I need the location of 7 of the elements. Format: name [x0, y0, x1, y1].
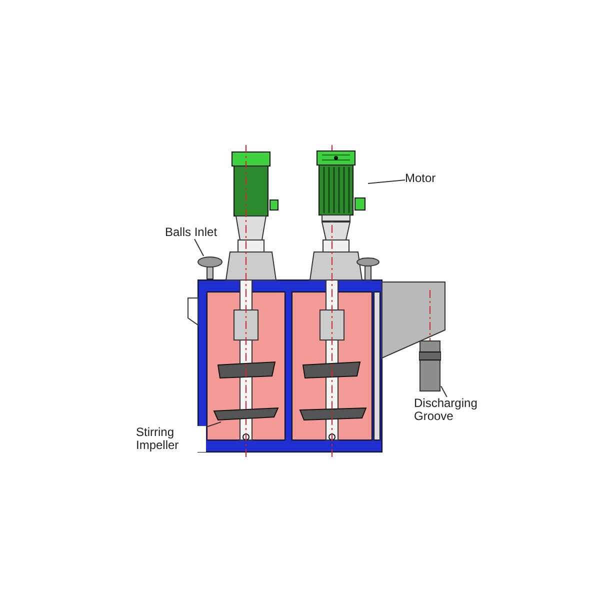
leader-line: [368, 179, 406, 184]
leader-line: [194, 238, 204, 256]
part-label: Balls Inlet: [165, 226, 218, 239]
leader-line: [206, 422, 222, 428]
part-label: Motor: [405, 172, 436, 185]
leader-line: [440, 386, 448, 398]
part-label: Stirring Impeller: [136, 426, 206, 452]
